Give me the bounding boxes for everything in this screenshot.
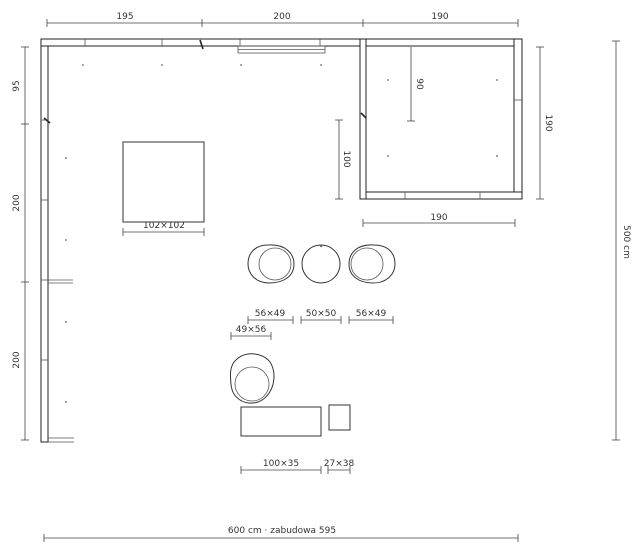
dim-top-middle: 200 (273, 12, 290, 22)
bottom-dimension: 600 cm · zabudowa 595 (43, 526, 519, 542)
dim-booth-depth: 90 (414, 78, 424, 90)
table: 102×102 (122, 141, 205, 236)
stool-label: 50×50 (306, 309, 337, 319)
table-label: 102×102 (143, 221, 185, 231)
chair-left-label: 56×49 (255, 309, 286, 319)
chair-right-label: 56×49 (356, 309, 387, 319)
wall-shelf (237, 45, 326, 54)
dim-booth-width: 190 (430, 213, 447, 223)
chair-right (348, 244, 396, 284)
counter: 100×35 (240, 406, 322, 474)
booth-dimensions: 90 190 190 100 (335, 46, 553, 227)
dim-left-top: 95 (12, 80, 22, 91)
right-dimension: 500 cm (612, 40, 631, 441)
side-cabinet: 27×38 (324, 404, 355, 474)
counter-label: 100×35 (263, 459, 299, 469)
dim-booth-height: 190 (543, 114, 553, 131)
stool (301, 244, 341, 284)
dim-left-middle: 200 (12, 194, 22, 211)
dim-partition: 100 (341, 150, 351, 167)
armchair (229, 353, 275, 404)
walls (40, 38, 523, 443)
dim-top-left: 195 (116, 12, 133, 22)
side-cabinet-label: 27×38 (324, 459, 355, 469)
chair-left (247, 244, 295, 284)
booth-bottom-wall (361, 191, 523, 200)
top-dimension: 195 200 190 (46, 12, 519, 27)
light-points (65, 64, 498, 403)
booth-right-wall (513, 38, 523, 200)
dim-top-right: 190 (431, 12, 448, 22)
dim-bottom-total: 600 cm · zabudowa 595 (228, 526, 336, 536)
armchair-label: 49×56 (236, 325, 267, 335)
chair-dimensions: 56×49 50×50 56×49 49×56 (230, 309, 394, 340)
dim-right-total: 500 cm (621, 225, 631, 259)
booth-top-wall (361, 38, 523, 47)
dim-left-bottom: 200 (12, 351, 22, 368)
left-wall (40, 38, 49, 443)
left-dimension: 95 200 200 (12, 46, 29, 441)
booth-left-wall (359, 38, 367, 200)
